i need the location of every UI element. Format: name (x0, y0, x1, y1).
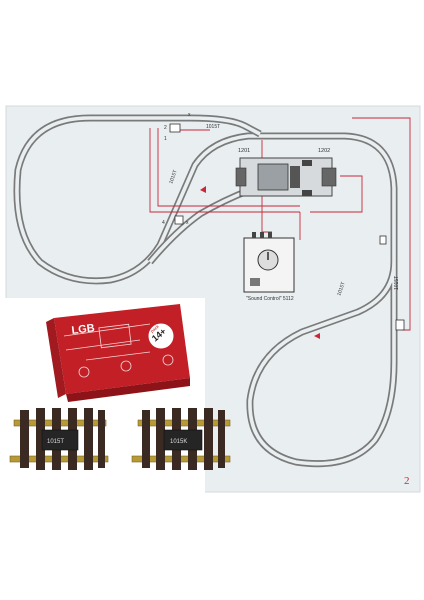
wire-right-feed (352, 117, 411, 331)
control-terminal-3 (268, 232, 272, 238)
count-badge (147, 322, 175, 350)
label-n3: 4 (162, 220, 165, 226)
contact-module (41, 429, 79, 451)
label-track-top: 1015T (206, 124, 220, 130)
label-track-right: 1015T (336, 281, 346, 296)
product-box: LGB pack 14+ (46, 304, 190, 402)
contact-top (169, 123, 181, 133)
track-cross-inner (189, 116, 261, 136)
switch-post-1 (302, 160, 312, 166)
label-n1: 2 (164, 125, 167, 131)
switch-left-block (235, 167, 247, 187)
control-switch (250, 278, 260, 286)
piece-right-label: 1015K (170, 439, 187, 445)
piece-left-label: 1015T (47, 439, 64, 445)
wire-right-switch (310, 175, 363, 213)
track-crossing (147, 114, 262, 265)
label-track-right-lower: 1015T (394, 276, 400, 290)
switch-motor (257, 163, 289, 191)
arrow-left-icon (314, 333, 320, 339)
label-x1: x (188, 112, 191, 118)
control-box: "Sound Control" 5112 (243, 232, 295, 302)
rail-top (137, 419, 231, 427)
direction-arrows (200, 186, 320, 339)
switch-post-2 (302, 190, 312, 196)
control-box-caption: "Sound Control" 5112 (246, 296, 294, 302)
box-artwork (63, 323, 174, 378)
contact-mid (174, 215, 184, 225)
contact-right (395, 319, 405, 331)
wire-left-feed-2 (157, 128, 300, 207)
label-switch-right: 1202 (318, 148, 330, 154)
track-loop-left (13, 114, 398, 468)
switch-lever (290, 166, 300, 188)
box-bottom-edge (66, 378, 190, 402)
control-terminal-1 (252, 232, 256, 238)
box-brand: LGB (71, 322, 96, 337)
track-siding-inner (148, 188, 251, 264)
track-piece-left: 1015T (9, 408, 109, 470)
contact-module (163, 429, 203, 451)
track-inner (15, 116, 396, 466)
control-terminal-2 (260, 232, 264, 238)
box-side (46, 318, 66, 398)
page-number: 2 (404, 475, 410, 487)
label-x2: x (186, 220, 189, 226)
count-badge-pack: pack (149, 323, 160, 333)
track-piece-right: 1015K (131, 408, 231, 470)
label-n2: 1 (164, 136, 167, 142)
arrow-left-icon (200, 186, 206, 193)
wire-left-feed (149, 128, 300, 213)
label-track-left: 1015T (168, 169, 178, 184)
switch-unit (235, 157, 337, 197)
contacts (169, 123, 405, 331)
label-switch-left: 1201 (238, 148, 250, 154)
contact-right-upper (379, 235, 387, 245)
switch-right-block (321, 167, 337, 187)
